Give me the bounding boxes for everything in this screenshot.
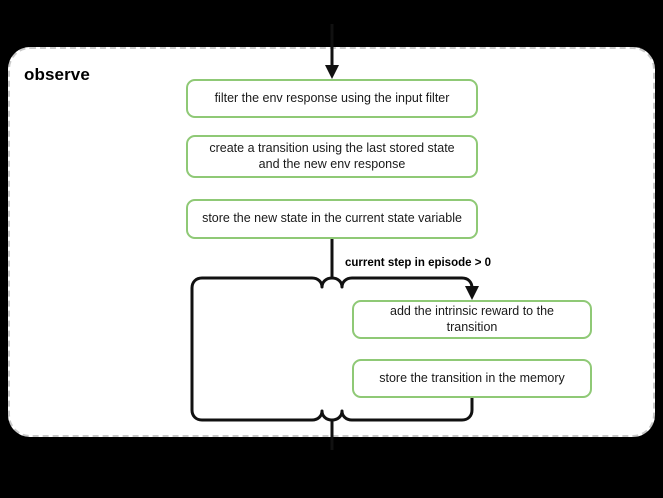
node-store-transition[interactable]: store the transition in the memory [352, 359, 592, 398]
node-add-intrinsic-reward[interactable]: add the intrinsic reward to the transiti… [352, 300, 592, 339]
node-filter-env-response[interactable]: filter the env response using the input … [186, 79, 478, 118]
scope-title: observe [24, 65, 90, 84]
branch-condition-label: current step in episode > 0 [345, 257, 492, 269]
node-create-transition[interactable]: create a transition using the last store… [186, 135, 478, 178]
node-store-new-state[interactable]: store the new state in the current state… [186, 199, 478, 239]
